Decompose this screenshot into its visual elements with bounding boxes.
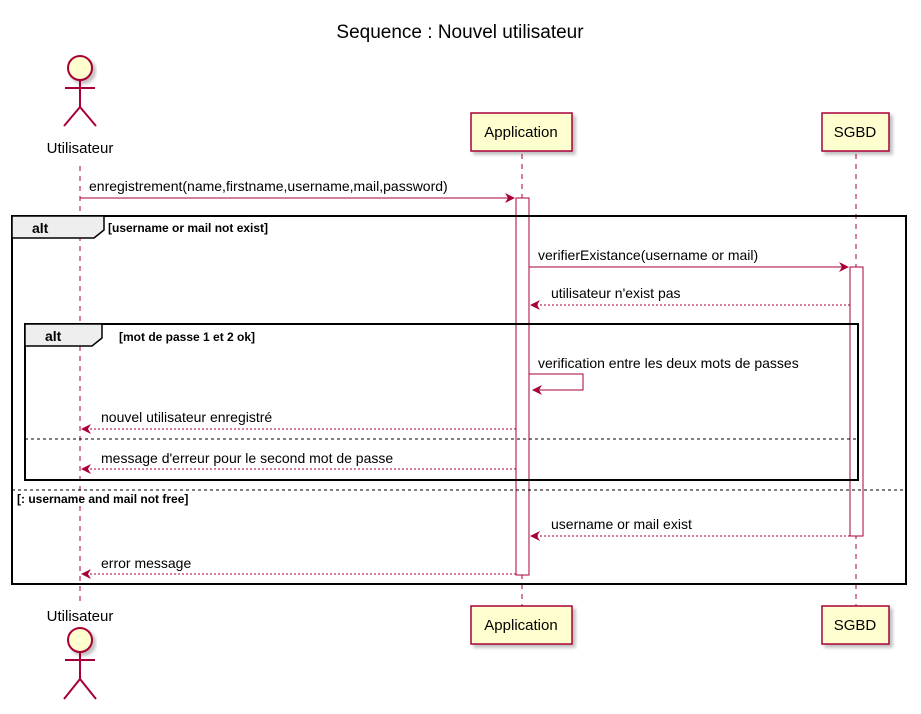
actor-right-leg xyxy=(79,106,97,127)
actor-user-bottom: Utilisateur xyxy=(47,608,114,700)
activation-db xyxy=(849,266,864,537)
message-label: utilisateur n'exist pas xyxy=(551,285,681,301)
participant-app-label-bottom: Application xyxy=(484,617,557,634)
message-label: nouvel utilisateur enregistré xyxy=(101,409,272,425)
actor-right-leg xyxy=(79,678,97,700)
message-4: verification entre les deux mots de pass… xyxy=(529,355,799,395)
participant-db-box-bottom xyxy=(821,605,890,645)
message-2: verifierExistance(username or mail) xyxy=(529,247,849,272)
outer-alt-frame: alt [username or mail not exist] [: user… xyxy=(11,215,907,585)
actor-user-label-bottom: Utilisateur xyxy=(47,608,114,625)
outer-frame-keyword: alt xyxy=(32,220,49,236)
participant-app-box-top xyxy=(470,112,573,152)
participant-db-top: SGBD xyxy=(821,112,890,152)
inner-frame-keyword: alt xyxy=(45,328,62,344)
participant-app-top: Application xyxy=(470,112,573,152)
actor-head-icon xyxy=(67,55,93,81)
actor-left-leg xyxy=(63,678,81,700)
outer-frame-border xyxy=(11,215,907,585)
message-label: message d'erreur pour le second mot de p… xyxy=(101,450,393,466)
outer-frame-else-guard: [: username and mail not free] xyxy=(17,492,188,506)
message-7: username or mail exist xyxy=(530,516,850,541)
message-5: nouvel utilisateur enregistré xyxy=(81,409,516,434)
participant-app-label-top: Application xyxy=(484,124,557,141)
inner-alt-frame: alt [mot de passe 1 et 2 ok] xyxy=(24,323,859,481)
message-label: username or mail exist xyxy=(551,516,692,532)
outer-frame-tab xyxy=(11,215,105,239)
actor-user-label-top: Utilisateur xyxy=(47,140,114,157)
inner-frame-tab xyxy=(24,323,103,347)
actor-head-icon xyxy=(67,627,93,653)
diagram-title: Sequence : Nouvel utilisateur xyxy=(336,22,584,43)
message-self-arrow xyxy=(529,373,584,395)
message-6: message d'erreur pour le second mot de p… xyxy=(81,450,516,474)
inner-frame-border xyxy=(24,323,859,481)
message-label: verifierExistance(username or mail) xyxy=(538,247,758,263)
activation-app xyxy=(515,197,530,576)
participant-db-box-top xyxy=(821,112,890,152)
participant-app-box-bottom xyxy=(470,605,573,645)
actor-user-top: Utilisateur xyxy=(47,55,114,157)
message-3: utilisateur n'exist pas xyxy=(530,285,850,310)
message-1: enregistrement(name,firstname,username,m… xyxy=(80,178,515,203)
participant-app-bottom: Application xyxy=(470,605,573,645)
participant-db-bottom: SGBD xyxy=(821,605,890,645)
participant-db-label-top: SGBD xyxy=(834,124,877,141)
message-8: error message xyxy=(81,555,516,579)
inner-frame-guard: [mot de passe 1 et 2 ok] xyxy=(119,330,255,344)
message-label: enregistrement(name,firstname,username,m… xyxy=(89,178,448,194)
message-label: error message xyxy=(101,555,191,571)
participant-db-label-bottom: SGBD xyxy=(834,617,877,634)
outer-frame-guard: [username or mail not exist] xyxy=(108,221,268,235)
actor-left-leg xyxy=(63,106,81,127)
message-label: verification entre les deux mots de pass… xyxy=(538,355,799,371)
